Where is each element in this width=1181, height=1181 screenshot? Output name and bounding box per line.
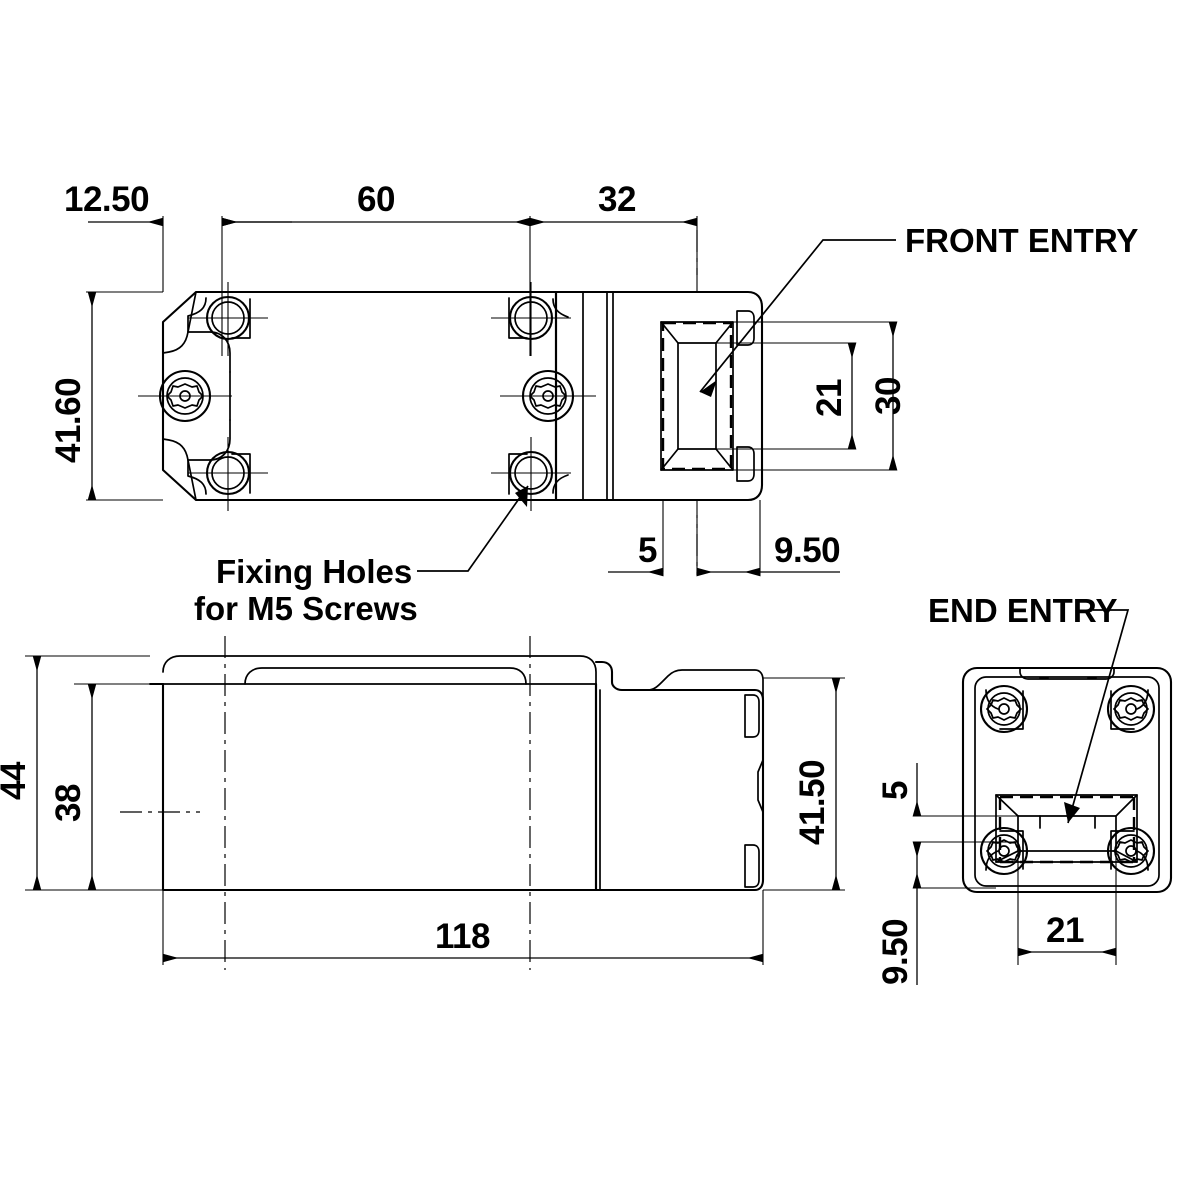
side-view-body [148,682,598,892]
dim-21-top: 21 [810,342,857,450]
end-view-outline [961,666,1173,894]
end-view-screw-top-right [1106,684,1156,734]
dim-9-50-top-text: 9.50 [774,531,840,570]
dim-21-end-text: 21 [1046,911,1084,950]
top-view: 12.50 60 32 41.60 21 [49,180,908,577]
dim-32-text: 32 [598,180,636,219]
side-view-entry-block [594,660,765,892]
dim-118-text: 118 [435,917,490,956]
dim-5-top: 5 [608,500,761,577]
dim-41-50: 41.50 [763,677,845,891]
dim-12-50: 12.50 [64,180,292,356]
dim-44: 44 [0,655,150,891]
front-entry-callout [699,239,896,397]
dim-5-end: 5 [876,763,922,817]
side-view: 44 38 41.50 118 [0,636,845,970]
dim-60-text: 60 [357,180,395,219]
dim-38: 38 [49,683,163,891]
screw-right [500,369,596,423]
fixing-hole-top-right [491,282,571,356]
fixing-holes-label-line2: for M5 Screws [194,590,418,627]
dim-32: 32 [529,180,698,292]
dim-12-50-text: 12.50 [64,180,149,219]
side-view-cover [162,655,597,685]
end-view: 5 9.50 21 [876,609,1173,985]
fixing-hole-bottom-left [187,437,268,511]
dim-5-end-text: 5 [876,781,915,800]
screw-left [138,369,232,423]
dim-9-50-end: 9.50 [876,841,922,985]
dim-21-end: 21 [1017,851,1117,965]
end-view-left-ext-lines [916,815,1018,889]
dim-9-50-top: 9.50 [696,531,841,577]
fixing-holes-label-line1: Fixing Holes [216,553,412,590]
dim-60: 60 [221,180,531,356]
fixing-holes-callout [417,485,529,572]
text-labels: FRONT ENTRY END ENTRY Fixing Holes for M… [194,222,1138,629]
dim-44-text: 44 [0,761,33,800]
dim-41-60-text: 41.60 [49,378,88,463]
dim-30: 30 [869,321,908,471]
dim-38-text: 38 [49,784,88,822]
fixing-hole-bottom-right [491,437,571,511]
dim-30-text: 30 [869,377,908,415]
end-view-screw-top-left [979,684,1029,734]
dim-5-top-text: 5 [638,531,657,570]
fixing-hole-top-left [187,282,268,356]
dim-41-60: 41.60 [49,291,163,501]
dim-21-top-text: 21 [810,379,849,417]
dim-118: 118 [162,890,764,965]
dim-9-50-end-text: 9.50 [876,919,915,985]
top-view-entry-block [554,290,764,502]
front-entry-label: FRONT ENTRY [905,222,1138,259]
end-entry-callout [1064,609,1130,824]
end-entry-label: END ENTRY [928,592,1117,629]
dim-41-50-text: 41.50 [793,760,832,845]
